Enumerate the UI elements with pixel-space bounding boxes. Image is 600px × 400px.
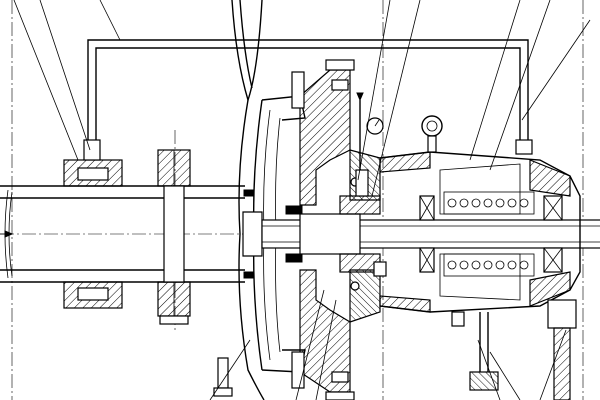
coil-rings-top xyxy=(447,198,529,208)
pipe-collar-left xyxy=(63,159,123,309)
bearing-rear xyxy=(543,195,563,273)
oil-drain xyxy=(469,312,499,391)
inlet-arrow-icon xyxy=(0,230,14,238)
bearing-front xyxy=(419,195,435,273)
impeller xyxy=(231,0,306,400)
shaft-seal xyxy=(243,169,387,291)
pressure-gauge xyxy=(356,92,384,170)
bearing-housing xyxy=(379,151,581,313)
pump-shaft xyxy=(261,213,600,255)
oil-pipe xyxy=(83,39,533,161)
cooling-coil xyxy=(443,191,535,277)
leader-lines xyxy=(13,0,591,400)
flange-bolts xyxy=(213,59,355,400)
lifting-eye xyxy=(421,115,443,153)
support-foot xyxy=(451,299,577,400)
pump-casing xyxy=(299,69,381,393)
coil-rings-bottom xyxy=(447,260,529,270)
coupling-flange xyxy=(157,149,191,325)
